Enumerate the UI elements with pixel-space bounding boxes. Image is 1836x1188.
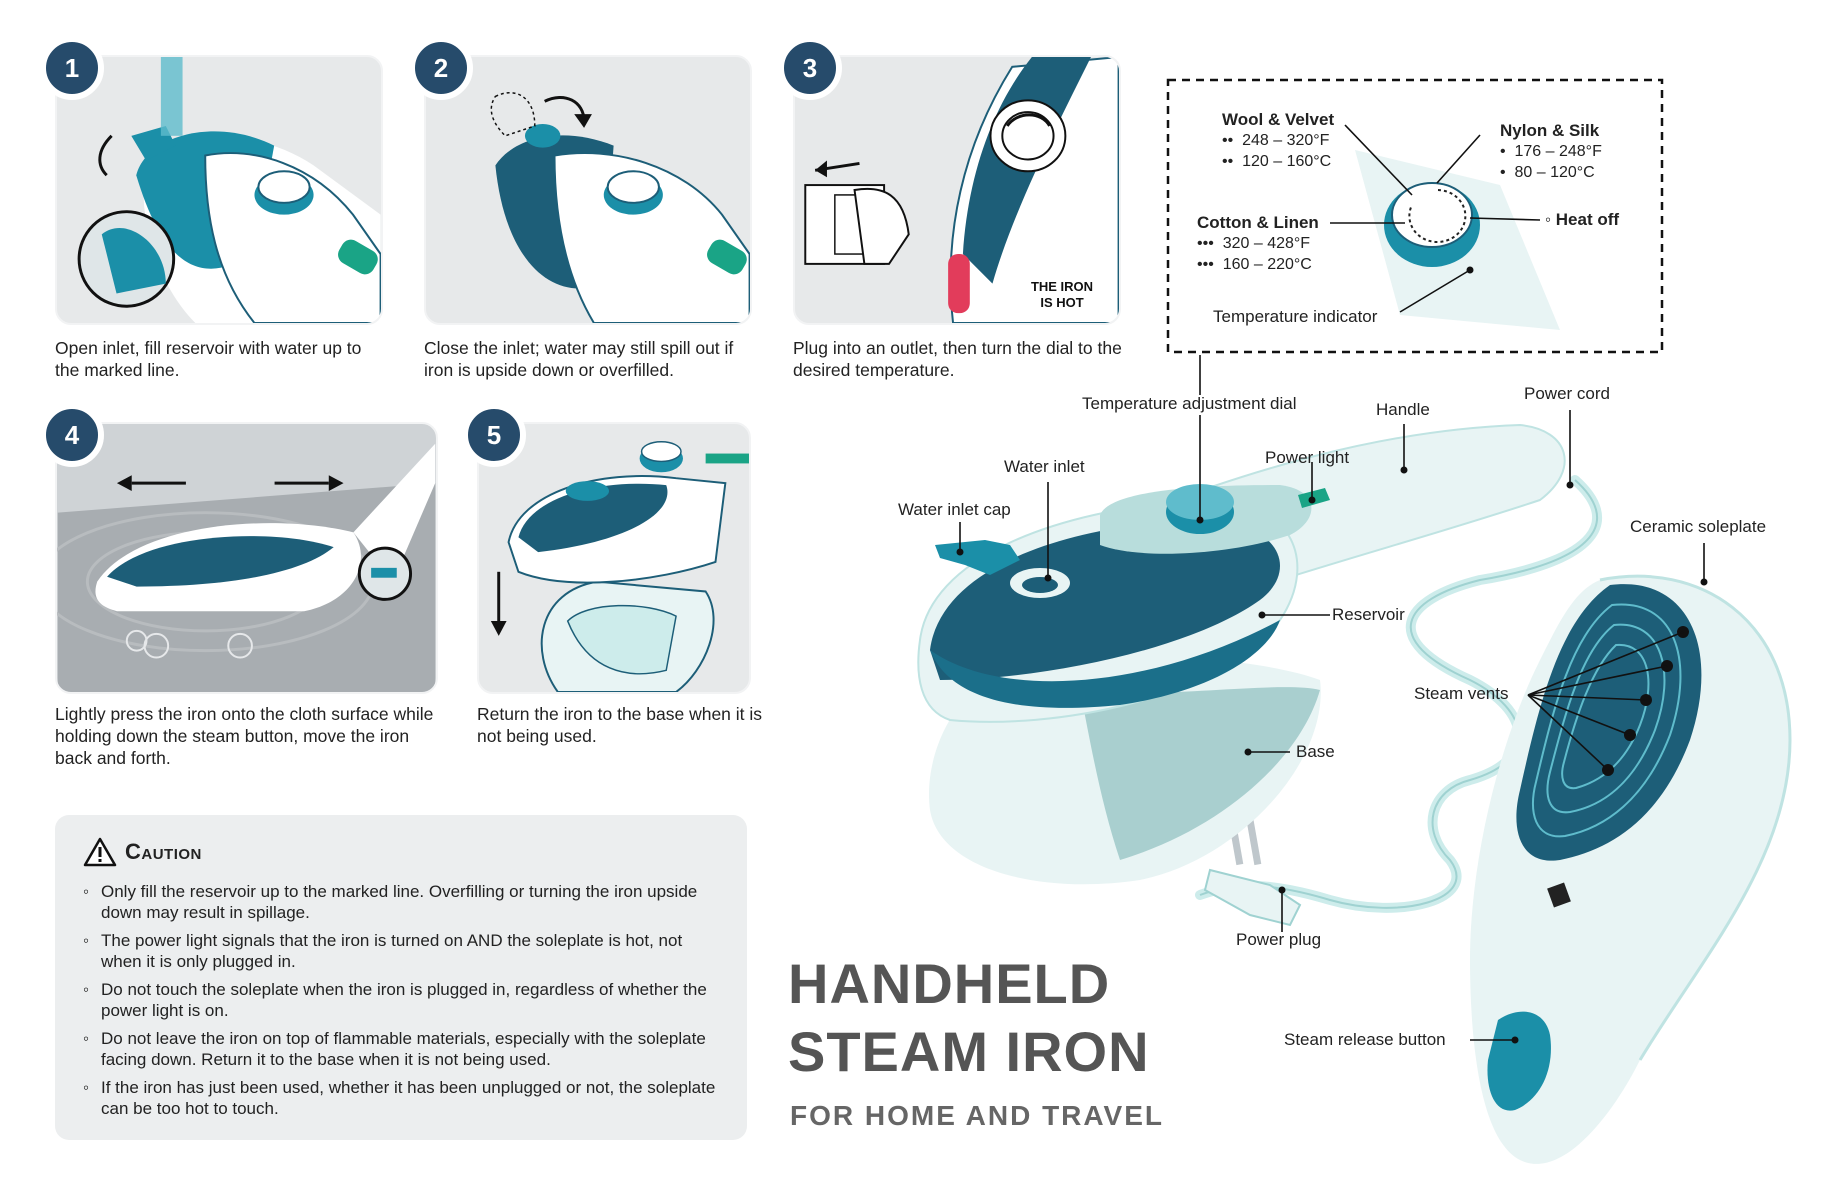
callout-water-inlet-cap: Water inlet cap (898, 500, 1011, 519)
caution-item: Do not leave the iron on top of flammabl… (83, 1028, 719, 1070)
page-title: HANDHELD STEAM IRON (788, 950, 1150, 1086)
step-2-number-badge: 2 (409, 36, 473, 100)
page-subtitle: FOR HOME AND TRAVEL (790, 1100, 1164, 1131)
caution-list: Only fill the reservoir up to the marked… (83, 881, 719, 1119)
heat-off-dot: ◦ (1545, 210, 1552, 229)
callout-handle: Handle (1376, 400, 1430, 419)
temp-celsius: 80 – 120°C (1514, 164, 1595, 181)
step-1-caption: Open inlet, fill reservoir with water up… (55, 338, 362, 380)
temp-dots: • (1500, 143, 1506, 160)
caution-item: Do not touch the soleplate when the iron… (83, 979, 719, 1021)
temp-fahrenheit: 320 – 428°F (1222, 235, 1311, 252)
title-line-1: HANDHELD (788, 952, 1111, 1015)
warning-triangle-icon (83, 837, 117, 867)
step-2-illustration (424, 55, 752, 325)
temp-setting-name: Nylon & Silk (1500, 121, 1600, 140)
temp-fahrenheit: 176 – 248°F (1514, 143, 1602, 160)
temp-setting-name: Wool & Velvet (1222, 110, 1335, 129)
heat-off-text: Heat off (1555, 210, 1620, 229)
step-5-number-badge: 5 (462, 403, 526, 467)
heat-off-label: ◦ Heat off (1545, 210, 1619, 230)
temperature-indicator-label: Temperature indicator (1213, 307, 1378, 326)
step-2-caption: Close the inlet; water may still spill o… (424, 338, 734, 380)
temp-celsius: 120 – 160°C (1242, 153, 1332, 170)
callout-base: Base (1296, 742, 1335, 761)
hot-warning-label: THE IRON IS HOT (1030, 279, 1094, 310)
temperature-panel-border (1166, 78, 1664, 354)
title-line-2: STEAM IRON (788, 1020, 1150, 1083)
step-4-number-badge: 4 (40, 403, 104, 467)
callout-ceramic-soleplate: Ceramic soleplate (1630, 517, 1767, 536)
step-5-illustration (477, 422, 751, 694)
step-3-caption: Plug into an outlet, then turn the dial … (793, 338, 1122, 380)
step-5-caption: Return the iron to the base when it is n… (477, 704, 763, 746)
callout-steam-release-button: Steam release button (1284, 1030, 1446, 1049)
callout-power-cord: Power cord (1524, 384, 1610, 403)
temp-setting-name: Cotton & Linen (1197, 213, 1319, 232)
caution-box: Caution Only fill the reservoir up to th… (55, 815, 747, 1140)
caution-title: Caution (125, 839, 202, 864)
callout-water-inlet: Water inlet (1004, 457, 1085, 476)
temp-setting-nylon-silk: Nylon & Silk • 176 – 248°F • 80 – 120°C (1500, 121, 1602, 183)
temp-dots: •• (1222, 153, 1234, 170)
step-4-illustration (55, 422, 438, 694)
temp-setting-wool-velvet: Wool & Velvet •• 248 – 320°F •• 120 – 16… (1222, 110, 1334, 172)
step-3-number-badge: 3 (778, 36, 842, 100)
step-4-caption: Lightly press the iron onto the cloth su… (55, 704, 434, 768)
step-3-illustration (793, 55, 1121, 325)
step-1-number-badge: 1 (40, 36, 104, 100)
step-1-illustration (55, 55, 383, 325)
temp-dots: ••• (1197, 256, 1214, 273)
temp-fahrenheit: 248 – 320°F (1242, 132, 1330, 149)
callout-power-light: Power light (1265, 448, 1350, 467)
callout-power-plug: Power plug (1236, 930, 1322, 949)
caution-item: Only fill the reservoir up to the marked… (83, 881, 719, 923)
callout-steam-vents: Steam vents (1414, 684, 1509, 703)
caution-item: The power light signals that the iron is… (83, 930, 719, 972)
temp-celsius: 160 – 220°C (1222, 256, 1312, 273)
caution-item: If the iron has just been used, whether … (83, 1077, 719, 1119)
temp-dots: • (1500, 164, 1506, 181)
temp-dots: ••• (1197, 235, 1214, 252)
callout-temperature-adjustment-dial: Temperature adjustment dial (1082, 394, 1297, 413)
temp-setting-cotton-linen: Cotton & Linen ••• 320 – 428°F ••• 160 –… (1197, 213, 1319, 275)
temp-dots: •• (1222, 132, 1234, 149)
caution-header: Caution (83, 837, 719, 867)
callout-reservoir: Reservoir (1332, 605, 1405, 624)
